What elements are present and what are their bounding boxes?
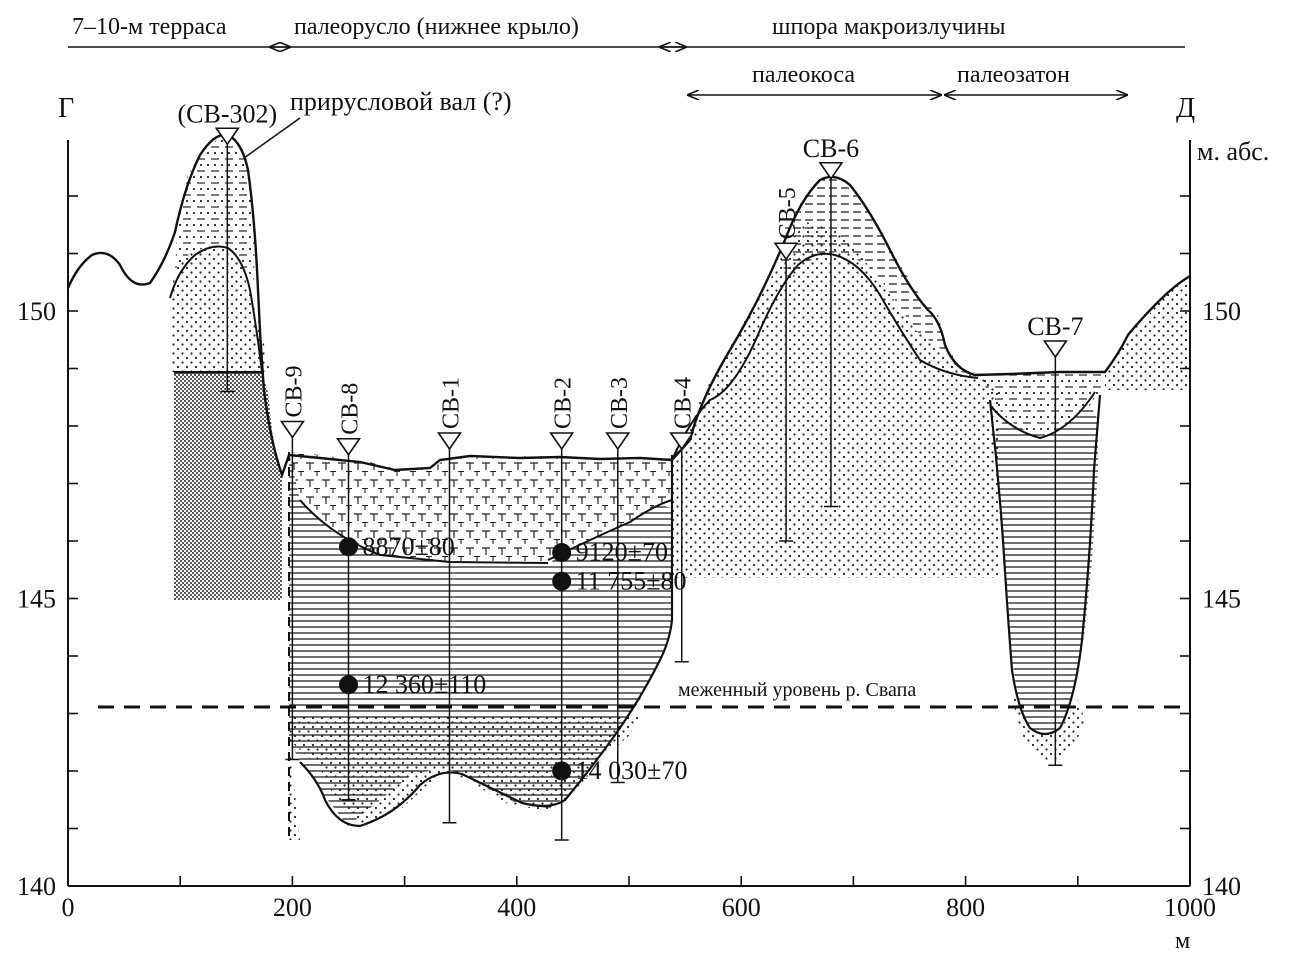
borehole-cb-7: СВ-7 xyxy=(1027,312,1084,766)
borehole-cb-8: СВ-8 xyxy=(335,383,364,801)
sample-dot xyxy=(339,537,358,557)
x-ticks xyxy=(67,876,1191,886)
borehole-cb-302: (СВ-302) xyxy=(177,99,277,393)
channel-base-line xyxy=(299,455,674,828)
boreholes: (СВ-302) СВ-9 СВ-8 СВ-1 СВ-2 СВ-3 СВ-4 СВ-5СВ-6… xyxy=(177,99,1084,841)
header-spur: шпора макроизлучины xyxy=(772,14,1006,40)
channel-peat-layer xyxy=(289,452,672,562)
borehole-marker-icon xyxy=(279,420,305,439)
borehole-marker-icon xyxy=(214,127,240,146)
borehole-cb-6: СВ-6 xyxy=(803,134,859,508)
radiocarbon-date: 14 030±70 xyxy=(552,756,687,785)
header-terrace: 7–10-м терраса xyxy=(72,14,227,40)
spur-surface-line xyxy=(671,175,1191,461)
y-unit-label: м. абс. xyxy=(1197,137,1269,166)
date-label: 14 030±70 xyxy=(576,756,688,785)
borehole-marker-icon xyxy=(436,432,463,451)
backwater-top-layer xyxy=(978,372,1105,436)
date-label: 8870±80 xyxy=(363,532,455,561)
y-tick-label-left: 140 xyxy=(17,872,56,901)
date-label: 12 360±110 xyxy=(363,670,487,699)
borehole-marker-icon xyxy=(549,432,575,451)
sample-dot xyxy=(339,675,358,695)
x-tick-label: 600 xyxy=(722,893,761,922)
x-tick-label: 400 xyxy=(497,893,536,922)
radiocarbon-date: 11 755±80 xyxy=(552,566,686,595)
borehole-label: СВ-7 xyxy=(1027,312,1083,341)
y-tick-label-right: 150 xyxy=(1202,297,1241,326)
borehole-label: СВ-3 xyxy=(607,377,633,429)
axes xyxy=(67,140,1191,887)
spur-cap-layer xyxy=(775,177,978,374)
right-bank-sand xyxy=(1105,278,1190,390)
levee-cap-layer xyxy=(175,138,255,280)
terrace-dense-sand-body xyxy=(174,374,282,600)
levee-sand-body xyxy=(170,246,270,372)
borehole-marker-icon xyxy=(773,242,799,261)
spur-sand-body xyxy=(672,222,1000,578)
profile-outlines xyxy=(66,133,1191,840)
borehole-label: СВ-5 xyxy=(775,187,801,239)
radiocarbon-date: 9120±70 xyxy=(552,538,668,567)
radiocarbon-date: 12 360±110 xyxy=(339,670,486,699)
borehole-label: СВ-2 xyxy=(551,377,577,429)
borehole-label: СВ-8 xyxy=(338,383,364,435)
corner-label-left: Г xyxy=(58,93,74,124)
y-ticks xyxy=(68,195,1190,887)
x-tick-label: 0 xyxy=(62,893,75,922)
sample-dot xyxy=(552,761,572,781)
backwater-outline xyxy=(988,394,1102,736)
x-tick-label: 1000 xyxy=(1164,893,1216,922)
header-zones: 7–10-м терраса палеорусло (нижнее крыло)… xyxy=(68,14,1185,95)
peat-base-line xyxy=(299,499,549,564)
spur-inner-line xyxy=(671,252,979,461)
borehole-label: (СВ-302) xyxy=(177,99,277,128)
borehole-label: СВ-6 xyxy=(803,134,859,163)
water-level-label: меженный уровень р. Свапа xyxy=(678,679,916,701)
x-tick-label: 800 xyxy=(946,893,985,922)
borehole-marker-icon xyxy=(1042,340,1068,359)
peat-base-line-right xyxy=(547,499,673,561)
borehole-cb-4: СВ-4 xyxy=(669,377,697,663)
borehole-label: СВ-9 xyxy=(281,365,307,417)
borehole-cb-5: СВ-5 xyxy=(773,187,801,542)
x-unit-label: м xyxy=(1175,928,1190,954)
borehole-marker-icon xyxy=(605,432,631,451)
borehole-label: СВ-1 xyxy=(438,377,464,429)
borehole-cb-9: СВ-9 xyxy=(279,365,307,761)
header-paleospit: палеокоса xyxy=(752,62,855,88)
header-paleochannel: палеорусло (нижнее крыло) xyxy=(294,14,579,40)
sediment-fills xyxy=(170,138,1190,840)
x-tick-label: 200 xyxy=(273,893,312,922)
ground-surface-line xyxy=(66,133,291,479)
y-tick-label-right: 140 xyxy=(1202,872,1241,901)
borehole-marker-icon xyxy=(335,437,362,457)
borehole-marker-icon xyxy=(669,432,695,451)
channel-surface-line xyxy=(288,453,673,472)
borehole-cb-3: СВ-3 xyxy=(605,377,633,784)
borehole-cb-1: СВ-1 xyxy=(436,377,464,824)
levee-inner-line xyxy=(169,245,264,373)
borehole-cb-2: СВ-2 xyxy=(549,377,577,841)
y-tick-label-left: 150 xyxy=(17,297,56,326)
backwater-bottom-sand xyxy=(1010,690,1085,762)
levee-label: прирусловой вал (?) xyxy=(290,87,512,116)
borehole-marker-icon xyxy=(818,161,844,181)
date-label: 9120±70 xyxy=(576,538,668,567)
backwater-inner-line xyxy=(989,391,1096,440)
header-paleoback: палеозатон xyxy=(957,62,1070,88)
date-label: 11 755±80 xyxy=(576,566,687,595)
sample-dot xyxy=(552,543,572,562)
y-tick-label-left: 145 xyxy=(17,585,56,614)
radiocarbon-date: 8870±80 xyxy=(339,532,455,561)
sample-dot xyxy=(552,571,572,591)
y-tick-label-right: 145 xyxy=(1202,585,1241,614)
corner-label-right: Д xyxy=(1176,93,1195,124)
levee-leader-line xyxy=(243,117,301,159)
backwater-clay-fill xyxy=(995,405,1098,735)
borehole-label: СВ-4 xyxy=(671,377,697,429)
